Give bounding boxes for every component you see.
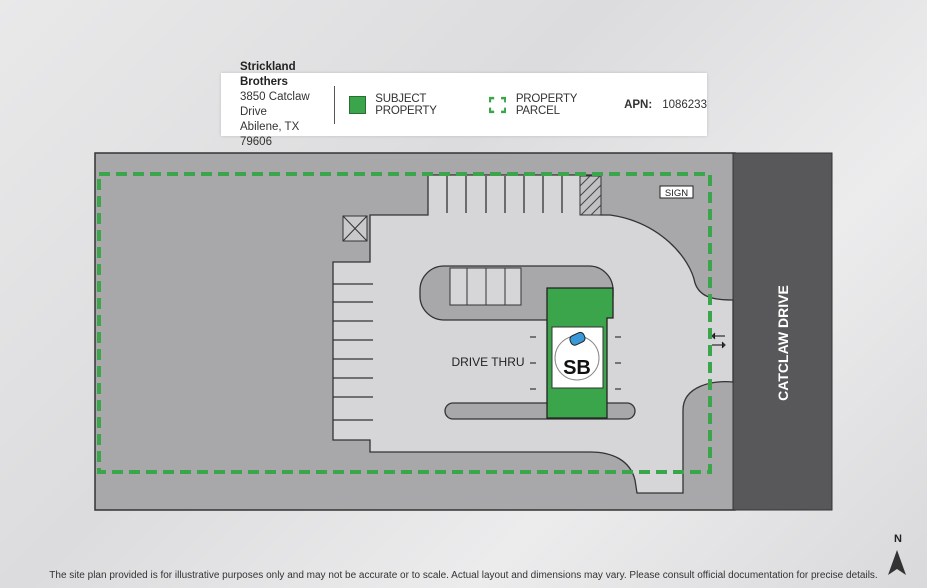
property-parcel-label: PROPERTY PARCEL xyxy=(515,92,578,117)
parking-stalls-left xyxy=(333,283,373,421)
disclaimer: The site plan provided is for illustrati… xyxy=(49,570,878,581)
apn-label: APN: xyxy=(624,98,653,111)
catclaw-drive-road xyxy=(732,152,833,511)
address-line1: 3850 Catclaw Drive xyxy=(240,90,310,118)
property-parcel-icon xyxy=(488,96,506,113)
sign-label: SIGN xyxy=(665,188,688,199)
address-line2: Abilene, TX 79606 xyxy=(240,120,300,148)
logo-text: SB xyxy=(563,357,591,379)
subject-property-label: SUBJECT PROPERTY xyxy=(375,92,437,117)
drive-thru-label: DRIVE THRU xyxy=(451,355,524,369)
divider xyxy=(333,85,335,124)
subject-property-swatch-icon xyxy=(348,95,367,114)
road-label: CATCLAW DRIVE xyxy=(775,285,791,401)
company-name: Strickland Brothers xyxy=(240,60,296,88)
north-arrow-icon xyxy=(888,550,906,575)
legend-panel: Strickland Brothers 3850 Catclaw Drive A… xyxy=(221,61,707,148)
property-parcel-boundary xyxy=(97,172,712,474)
north-label: N xyxy=(894,533,902,545)
parking-stalls-top xyxy=(446,176,563,213)
apn-value: 1086233 xyxy=(662,98,707,111)
address-block: Strickland Brothers 3850 Catclaw Drive A… xyxy=(221,60,322,150)
sign xyxy=(659,185,694,199)
